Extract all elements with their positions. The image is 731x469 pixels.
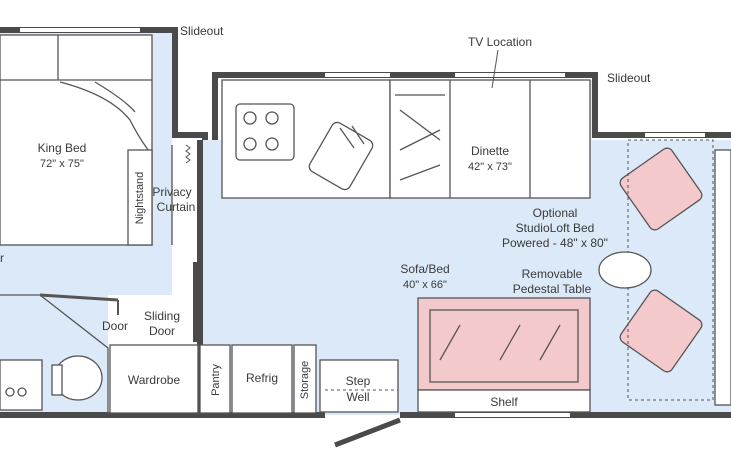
label-king-bed-size: 72" x 75"	[40, 158, 84, 170]
label-wardrobe: Wardrobe	[128, 373, 181, 387]
nightstand	[127, 149, 153, 246]
label-removable: Removable	[522, 267, 583, 281]
stove	[235, 103, 295, 161]
label-sliding-door: Door	[149, 324, 175, 338]
label-well: Well	[346, 390, 369, 404]
label-sofa-bed-size: 40" x 66"	[403, 279, 447, 291]
label-storage: Storage	[299, 361, 311, 400]
curtain-zigzag	[185, 144, 191, 164]
recliners	[619, 147, 703, 373]
label-dinette: Dinette	[471, 144, 509, 158]
label-powered: Powered - 48" x 80"	[502, 236, 608, 250]
label-nightstand: Nightstand	[134, 172, 146, 225]
king-bed	[0, 34, 153, 246]
label-privacy: Privacy	[152, 185, 191, 199]
label-shelf: Shelf	[490, 395, 518, 409]
sink-basin	[308, 121, 374, 191]
label-slideout-top: Slideout	[180, 24, 224, 38]
label-studioloft: StudioLoft Bed	[516, 221, 595, 235]
label-step: Step	[346, 374, 371, 388]
labels: Slideout Slideout TV Location King Bed 7…	[0, 24, 651, 409]
windows	[20, 28, 705, 417]
label-sofa-bed: Sofa/Bed	[400, 262, 449, 276]
label-optional: Optional	[533, 206, 578, 220]
shelf	[417, 389, 591, 413]
label-tv-location: TV Location	[468, 35, 532, 49]
dinette	[389, 79, 591, 199]
label-king-bed: King Bed	[38, 141, 87, 155]
galley-slideout-wall	[212, 72, 731, 140]
tv-pointer	[491, 49, 499, 89]
label-door: Door	[102, 319, 128, 333]
cabinets	[109, 344, 399, 414]
front-console	[714, 149, 731, 406]
label-partial-r: r	[0, 251, 4, 265]
galley-counter	[221, 79, 391, 199]
label-sliding: Sliding	[144, 309, 180, 323]
label-pedestal-table: Pedestal Table	[513, 282, 592, 296]
label-curtain: Curtain	[157, 200, 196, 214]
sofa-bed	[417, 297, 591, 391]
bath	[0, 293, 119, 415]
label-pantry: Pantry	[210, 364, 222, 396]
pedestal-table	[598, 251, 652, 289]
label-refrig: Refrig	[246, 371, 278, 385]
label-slideout-right: Slideout	[607, 71, 651, 85]
sink	[0, 359, 43, 411]
label-dinette-size: 42" x 73"	[468, 161, 512, 173]
entry-door	[334, 417, 401, 448]
